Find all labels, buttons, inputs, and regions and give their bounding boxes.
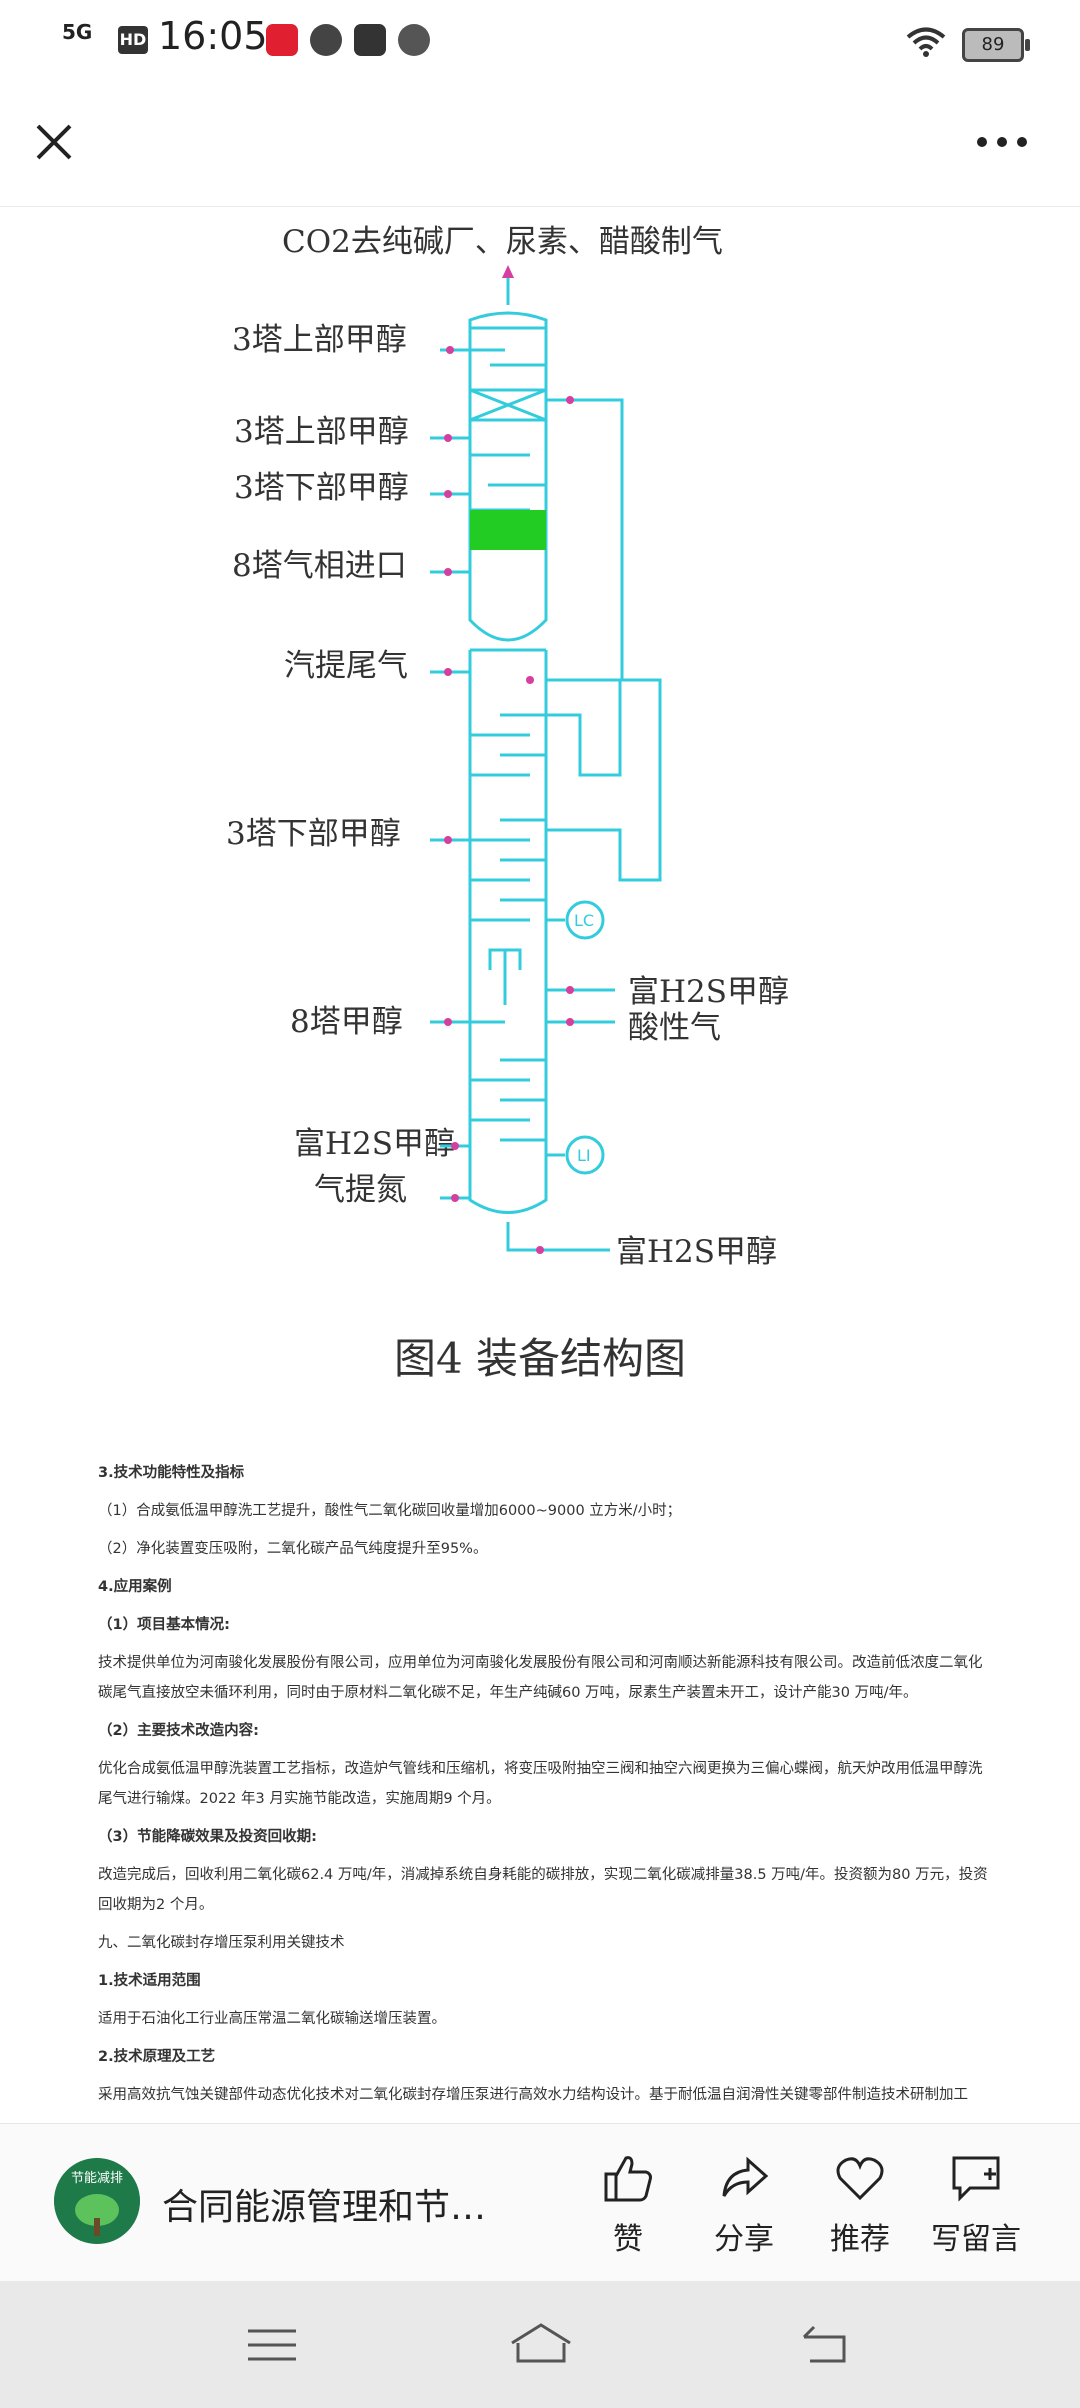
diagram-left-label: 3塔下部甲醇	[226, 816, 401, 852]
article-paragraph: 九、二氧化碳封存增压泵利用关键技术	[98, 1935, 345, 1951]
write-comment-button[interactable]: 写留言	[926, 2152, 1026, 2258]
menu-icon[interactable]	[242, 2317, 302, 2373]
hd-badge: HD	[118, 26, 148, 54]
recommend-label: 推荐	[830, 2222, 890, 2257]
notification-app-icon	[398, 24, 430, 56]
article-paragraph: 4.应用案例	[98, 1579, 172, 1595]
account-avatar[interactable]: 节能减排	[54, 2158, 140, 2244]
notification-app-icon	[266, 24, 298, 56]
system-nav-bar	[0, 2281, 1080, 2408]
write-comment-label: 写留言	[931, 2222, 1021, 2257]
article-paragraph: 优化合成氨低温甲醇洗装置工艺指标，改造炉气管线和压缩机，将变压吸附抽空三阀和抽空…	[98, 1761, 983, 1807]
diagram-right-label: 富H2S甲醇	[628, 974, 789, 1010]
home-icon[interactable]	[506, 2317, 576, 2373]
like-button[interactable]: 赞	[578, 2152, 678, 2258]
article-paragraph: （2）主要技术改造内容:	[98, 1723, 259, 1739]
like-label: 赞	[613, 2222, 643, 2257]
bottom-action-bar: 节能减排 合同能源管理和节… 赞 分享 推荐 写留言	[0, 2123, 1080, 2282]
diagram-left-label: 3塔上部甲醇	[232, 322, 407, 358]
back-icon[interactable]	[794, 2317, 854, 2373]
article-paragraph: 适用于石油化工行业高压常温二氧化碳输送增压装置。	[98, 2011, 446, 2027]
article-paragraph: 采用高效抗气蚀关键部件动态优化技术对二氧化碳封存增压泵进行高效水力结构设计。基于…	[98, 2087, 968, 2103]
share-label: 分享	[714, 2222, 774, 2257]
status-time: 16:05	[158, 14, 268, 58]
diagram-right-label: 富H2S甲醇	[616, 1234, 777, 1270]
lc-instrument-label: LC	[574, 911, 594, 930]
article-paragraph: 改造完成后，回收利用二氧化碳62.4 万吨/年，消减掉系统自身耗能的碳排放，实现…	[98, 1867, 988, 1913]
close-icon[interactable]	[26, 114, 82, 170]
diagram-left-label: 8塔甲醇	[290, 1004, 403, 1040]
account-name[interactable]: 合同能源管理和节…	[162, 2187, 487, 2228]
article-paragraph: 1.技术适用范围	[98, 1973, 201, 1989]
article-paragraph: （1）项目基本情况:	[98, 1617, 230, 1633]
wifi-icon	[906, 27, 946, 57]
diagram-left-label: 3塔下部甲醇	[234, 470, 409, 506]
share-button[interactable]: 分享	[694, 2152, 794, 2258]
article-paragraph: （1）合成氨低温甲醇洗工艺提升，酸性气二氧化碳回收量增加6000~9000 立方…	[98, 1503, 682, 1519]
article-paragraph: 技术提供单位为河南骏化发展股份有限公司，应用单位为河南骏化发展股份有限公司和河南…	[98, 1655, 983, 1701]
heart-icon	[836, 2157, 884, 2201]
notification-app-icon	[354, 24, 386, 56]
diagram-left-label: 气提氮	[314, 1172, 407, 1208]
comment-icon	[952, 2156, 1000, 2202]
article-paragraph: （3）节能降碳效果及投资回收期:	[98, 1829, 317, 1845]
diagram-left-label: 富H2S甲醇	[294, 1126, 455, 1162]
article-paragraph: 2.技术原理及工艺	[98, 2049, 216, 2065]
avatar-text: 节能减排	[71, 2171, 123, 2186]
more-icon[interactable]	[972, 120, 1032, 164]
diagram-top-label: CO2去纯碱厂、尿素、醋酸制气	[282, 224, 723, 260]
equipment-diagram: CO2去纯碱厂、尿素、醋酸制气 3塔上部甲醇 3塔上部甲醇 3塔下部甲醇 8塔气…	[0, 210, 1080, 1410]
diagram-left-label: 8塔气相进口	[232, 548, 407, 584]
share-icon	[722, 2156, 769, 2197]
article-paragraph: 3.技术功能特性及指标	[98, 1465, 245, 1481]
figure-caption: 图4 装备结构图	[393, 1334, 687, 1383]
li-instrument-label: LI	[577, 1146, 591, 1165]
diagram-left-label: 3塔上部甲醇	[234, 414, 409, 450]
article-body: 3.技术功能特性及指标 （1）合成氨低温甲醇洗工艺提升，酸性气二氧化碳回收量增加…	[98, 1458, 988, 2118]
thumbs-up-icon	[604, 2156, 652, 2202]
network-indicator: 5G	[62, 20, 93, 44]
battery-indicator: 89	[962, 28, 1030, 62]
article-paragraph: （2）净化装置变压吸附，二氧化碳产品气纯度提升至95%。	[98, 1541, 488, 1557]
notification-app-icon	[310, 24, 342, 56]
diagram-right-label: 酸性气	[628, 1010, 721, 1046]
diagram-left-label: 汽提尾气	[284, 648, 408, 684]
recommend-button[interactable]: 推荐	[810, 2152, 910, 2258]
top-bar	[0, 80, 1080, 207]
status-bar: 5G HD 16:05 89	[0, 0, 1080, 80]
